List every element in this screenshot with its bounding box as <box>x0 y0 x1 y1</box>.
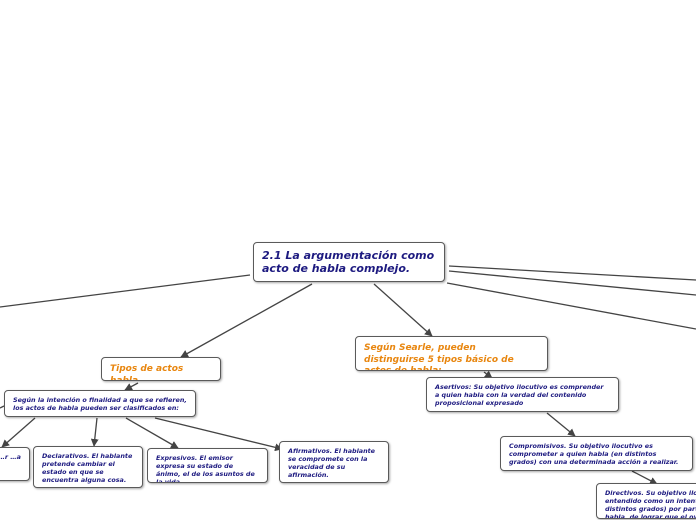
afirmativos-node[interactable]: Afirmativos. El hablante se compromete c… <box>279 441 389 483</box>
compromisivos-text: Compromisivos. Su objetivo ilocutivo es … <box>509 442 679 466</box>
tipos-intro-text: Según la intención o finalidad a que se … <box>13 396 187 412</box>
connector-central-to-searle <box>373 283 433 337</box>
connector-asertivos-to-compromisivos <box>546 412 576 437</box>
central-topic-text: 2.1 La argumentación como acto de habla … <box>262 249 435 275</box>
asertivos-text: Asertivos: Su objetivo ilocutivo es comp… <box>435 383 604 407</box>
connector-central-to-right-offscreen-2 <box>448 270 696 296</box>
directivos-text: Directivos. Su objetivo ilocutivo es ent… <box>605 489 696 519</box>
connector-intro-to-afirmativos <box>154 417 283 452</box>
declarativos-text: Declarativos. El hablante pretende cambi… <box>42 452 133 484</box>
expresivos-text: Expresivos. El emisor expresa su estado … <box>156 454 255 483</box>
connector-compromisivos-to-directivos <box>631 470 658 485</box>
tipos-de-actos-habla-title: Tipos de actos habla <box>110 364 184 381</box>
afirmativos-text: Afirmativos. El hablante se compromete c… <box>288 447 376 479</box>
partial-leaf-text: …r …a <box>0 453 21 461</box>
connector-central-to-right-offscreen-3 <box>446 282 696 330</box>
asertivos-node[interactable]: Asertivos: Su objetivo ilocutivo es comp… <box>426 377 619 412</box>
connector-intro-to-left-offscreen <box>0 405 5 409</box>
searle-title: Según Searle, pueden distinguirse 5 tipo… <box>364 343 514 371</box>
tipos-de-actos-habla-node[interactable]: Tipos de actos habla <box>101 357 221 381</box>
connector-central-to-tipos <box>180 283 313 358</box>
directivos-node[interactable]: Directivos. Su objetivo ilocutivo es ent… <box>596 483 696 519</box>
central-topic[interactable]: 2.1 La argumentación como acto de habla … <box>253 242 445 282</box>
searle-node[interactable]: Según Searle, pueden distinguirse 5 tipo… <box>355 336 548 371</box>
expresivos-node[interactable]: Expresivos. El emisor expresa su estado … <box>147 448 268 483</box>
declarativos-node[interactable]: Declarativos. El hablante pretende cambi… <box>33 446 143 488</box>
connector-intro-to-partial <box>1 417 36 448</box>
connector-central-to-left-offscreen <box>0 274 251 308</box>
tipos-intro-node[interactable]: Según la intención o finalidad a que se … <box>4 390 196 417</box>
connector-intro-to-declarativos <box>90 417 99 447</box>
compromisivos-node[interactable]: Compromisivos. Su objetivo ilocutivo es … <box>500 436 693 471</box>
connector-intro-to-expresivos <box>125 417 179 449</box>
connector-tipos-to-intro <box>124 382 139 391</box>
connector-central-to-right-offscreen-1 <box>448 265 696 281</box>
partial-leaf-node[interactable]: …r …a <box>0 447 30 481</box>
